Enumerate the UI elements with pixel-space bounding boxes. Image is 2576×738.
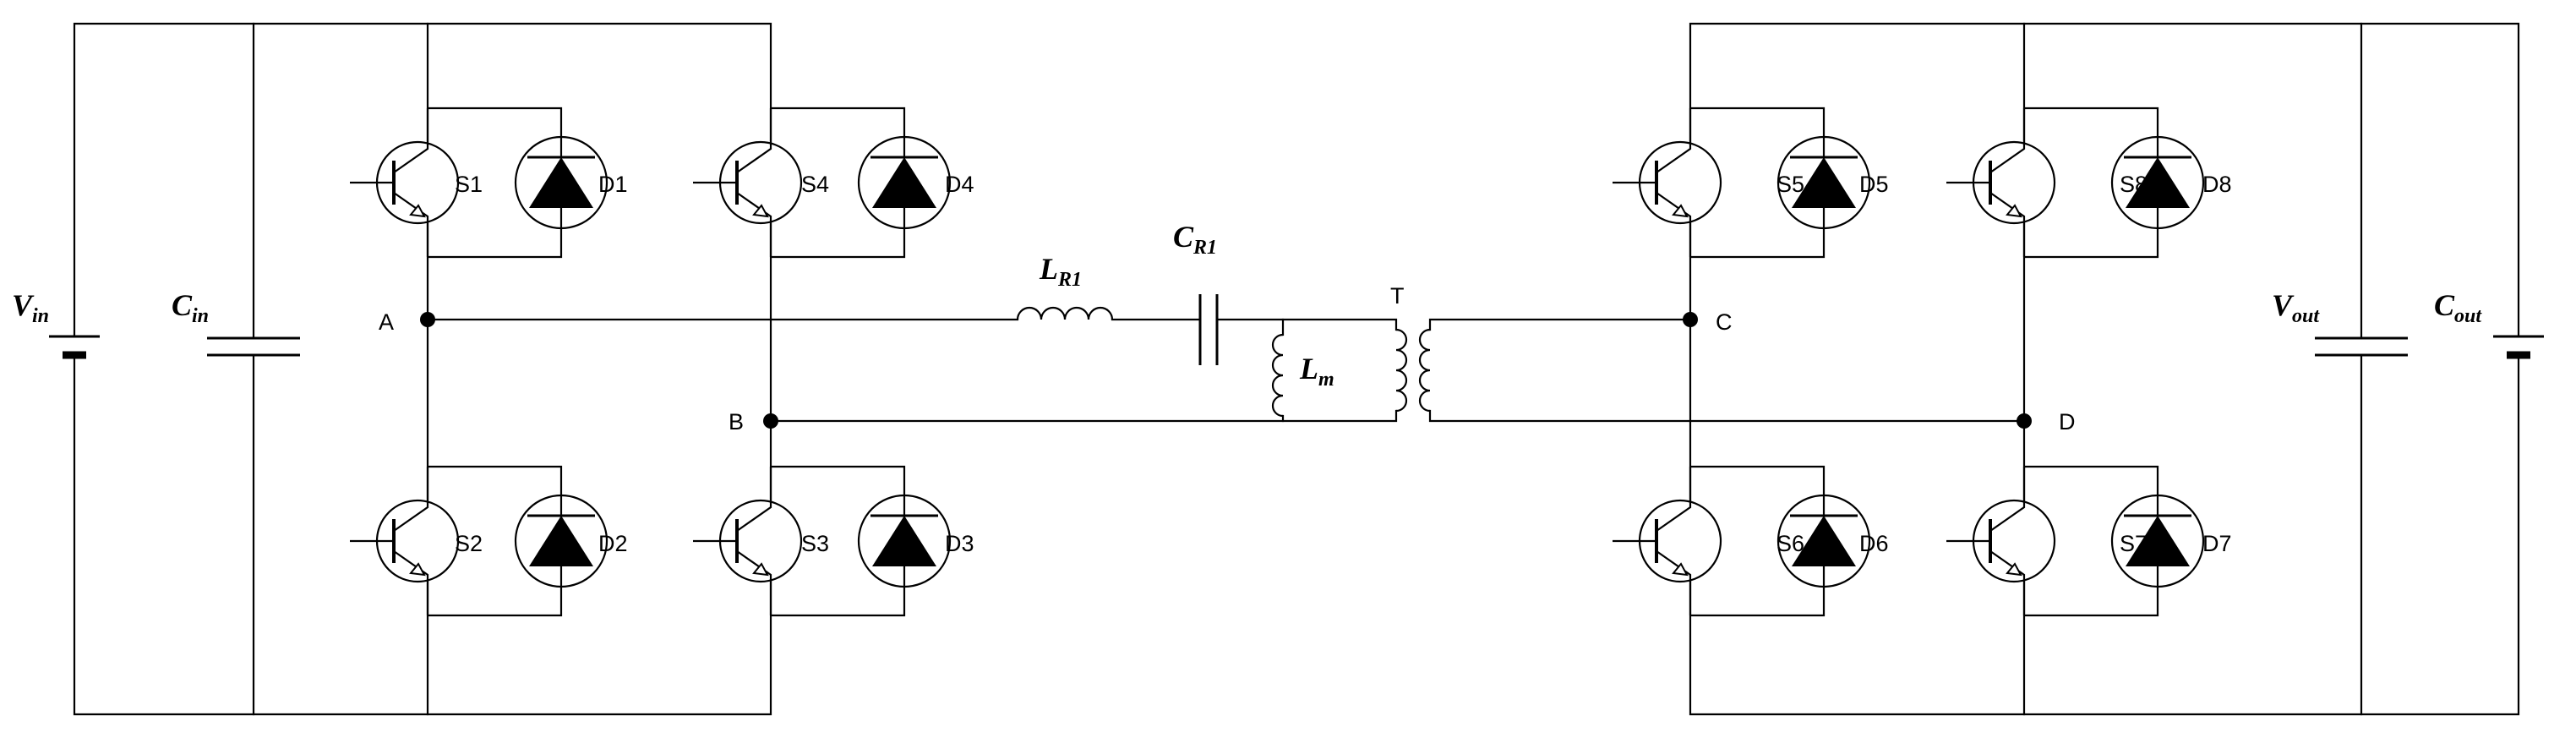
label-s5: S5 (1776, 172, 1804, 197)
cell-s5-d5 (1613, 107, 1871, 259)
collector-lead (393, 108, 429, 173)
label-s8: S8 (2120, 172, 2148, 197)
emitter-arrow (2006, 562, 2022, 577)
label-cin: Cin (172, 288, 209, 327)
label-transformer: T (1390, 283, 1405, 309)
label-s3: S3 (801, 531, 829, 556)
label-s1: S1 (455, 172, 483, 197)
node-d-wire (1428, 409, 2026, 423)
label-s6: S6 (1776, 531, 1804, 556)
dot-c (1683, 312, 1698, 327)
emitter-arrow (752, 562, 769, 577)
cr1-to-primary-wire (1215, 318, 1398, 331)
emitter-lead (1989, 192, 2026, 257)
collector-lead (1656, 467, 1692, 532)
emitter-arrow (1672, 204, 1689, 218)
secondary-outer-wire (1689, 22, 2520, 716)
collector-lead (1989, 108, 2026, 173)
emitter-lead (736, 550, 772, 615)
diode-triangle (1792, 157, 1856, 208)
node-dots (420, 312, 2032, 429)
label-s7: S7 (2120, 531, 2148, 556)
cell-s3-d3 (693, 465, 952, 617)
cout-gap (2513, 336, 2524, 355)
collector-lead (393, 467, 429, 532)
label-lr1: LR1 (1039, 252, 1082, 291)
label-d5: D5 (1859, 172, 1889, 197)
label-vout: Vout (2272, 288, 2320, 327)
node-b-wire (769, 409, 1398, 423)
label-s4: S4 (801, 172, 829, 197)
cell-s7-d7 (1946, 465, 2205, 617)
transformer-secondary (1418, 328, 1431, 413)
collector-lead (1989, 467, 2026, 532)
emitter-arrow (1672, 562, 1689, 577)
label-vin: Vin (12, 288, 49, 327)
label-s2: S2 (455, 531, 483, 556)
lr1-inductor (1016, 306, 1114, 320)
vout-gap (2356, 338, 2366, 355)
label-node-c: C (1716, 309, 1733, 335)
label-d8: D8 (2202, 172, 2232, 197)
label-cr1: CR1 (1173, 220, 1217, 259)
diode-triangle (529, 157, 593, 208)
label-lm: Lm (1299, 352, 1334, 391)
label-d4: D4 (945, 172, 974, 197)
label-d7: D7 (2202, 531, 2232, 556)
diode-triangle (1792, 516, 1856, 566)
label-node-a: A (379, 309, 394, 335)
label-cout: Cout (2434, 288, 2482, 327)
emitter-arrow (409, 562, 426, 577)
emitter-arrow (409, 204, 426, 218)
emitter-arrow (752, 204, 769, 218)
collector-lead (1656, 108, 1692, 173)
semiconductor-devices (350, 107, 2205, 617)
diode-triangle (529, 516, 593, 566)
dot-d (2017, 413, 2032, 429)
cell-s2-d2 (350, 465, 609, 617)
emitter-lead (393, 192, 429, 257)
diode-triangle (872, 157, 936, 208)
dot-b (763, 413, 778, 429)
transformer-primary (1395, 328, 1408, 413)
label-d3: D3 (945, 531, 974, 556)
label-d2: D2 (598, 531, 628, 556)
passive-components (49, 294, 2544, 418)
emitter-lead (736, 192, 772, 257)
collector-lead (736, 108, 772, 173)
primary-outer-wire (73, 22, 772, 716)
node-c-wire (1428, 318, 1692, 331)
cin-gap (248, 338, 259, 355)
diode-triangle (872, 516, 936, 566)
label-d6: D6 (1859, 531, 1889, 556)
emitter-lead (1989, 550, 2026, 615)
dot-a (420, 312, 435, 327)
collector-lead (736, 467, 772, 532)
vin-gap (69, 336, 79, 355)
emitter-lead (1656, 192, 1692, 257)
lm-inductor (1271, 333, 1284, 418)
label-d1: D1 (598, 172, 628, 197)
cell-s4-d4 (693, 107, 952, 259)
cell-s8-d8 (1946, 107, 2205, 259)
emitter-arrow (2006, 204, 2022, 218)
cell-s1-d1 (350, 107, 609, 259)
diode-triangle (2126, 516, 2190, 566)
label-node-b: B (729, 409, 744, 435)
emitter-lead (1656, 550, 1692, 615)
diode-triangle (2126, 157, 2190, 208)
circuit-wires (69, 22, 2524, 716)
cell-s6-d6 (1613, 465, 1871, 617)
emitter-lead (393, 550, 429, 615)
label-node-d: D (2059, 409, 2076, 435)
